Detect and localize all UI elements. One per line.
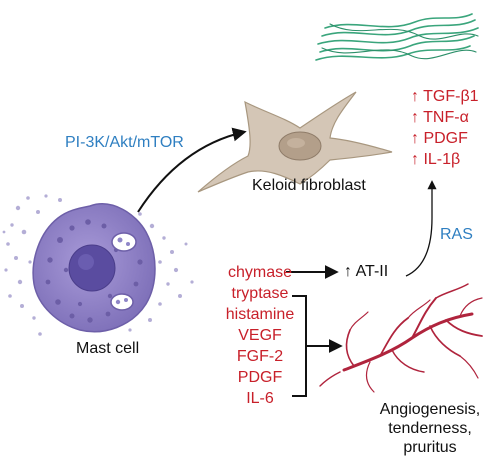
outcome-line: Angiogenesis, [379, 401, 481, 418]
mast-cell-label: Mast cell [76, 340, 140, 357]
mast-cell-granules [2, 194, 194, 336]
mediator-item: FGF-2 [236, 348, 284, 365]
at2-label: ↑ AT-II [344, 263, 389, 280]
at2-to-cytokines-arrow [405, 180, 437, 277]
pathway-label: PI-3K/Akt/mTOR [65, 134, 184, 151]
mediator-item: VEGF [238, 327, 282, 344]
cytokine-item: ↑ TGF-β1 [411, 88, 479, 105]
cytokine-item: ↑ TNF-α [411, 109, 469, 126]
mediator-item: chymase [227, 264, 293, 281]
cytokine-list: ↑ TGF-β1 ↑ TNF-α ↑ PDGF ↑ IL-1β [411, 86, 479, 170]
ras-label: RAS [440, 226, 473, 243]
mediator-item: IL-6 [246, 390, 274, 407]
mediator-item: histamine [225, 306, 295, 323]
mediator-item: PDGF [237, 369, 283, 386]
outcome-label: Angiogenesis, tenderness, pruritus [360, 400, 500, 457]
mast-cell-icon [32, 203, 156, 333]
mediator-item: tryptase [231, 285, 289, 302]
outcome-line: tenderness, [388, 420, 472, 437]
collagen-fibers-icon [315, 13, 479, 61]
mediator-list: chymase tryptase histamine VEGF FGF-2 PD… [205, 262, 315, 409]
cytokine-item: ↑ IL-1β [411, 151, 461, 168]
fibroblast-label: Keloid fibroblast [252, 177, 366, 194]
keloid-fibroblast-icon [197, 91, 393, 193]
cytokine-item: ↑ PDGF [411, 130, 468, 147]
blood-vessels-icon [319, 283, 483, 393]
mast-to-fibroblast-arrow [137, 127, 247, 213]
outcome-line: pruritus [403, 439, 457, 456]
